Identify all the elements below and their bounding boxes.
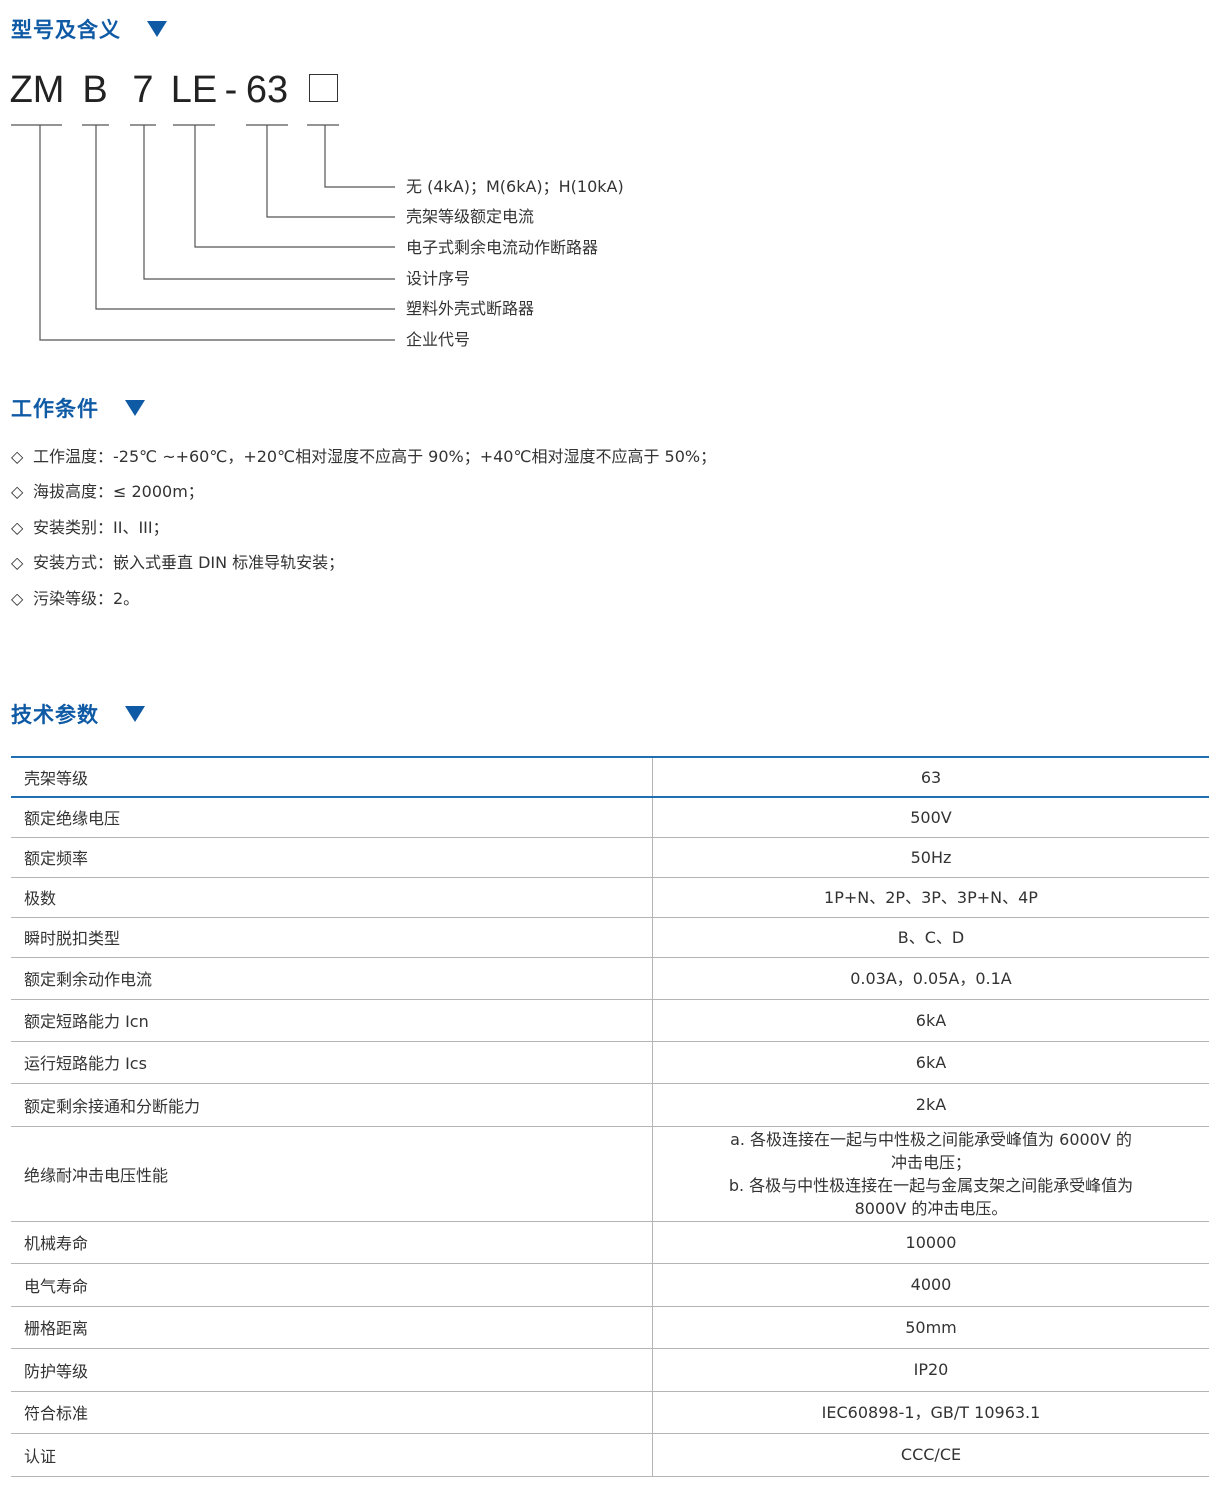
param-value: IEC60898-1，GB/T 10963.1: [821, 1402, 1041, 1422]
code-tree-lines: [11, 124, 395, 341]
condition-text: 安装类别：II、III；: [33, 518, 169, 537]
section-title-text: 型号及含义: [11, 18, 121, 42]
section-title-conditions: 工作条件: [11, 393, 145, 423]
section-title-params: 技术参数: [11, 699, 145, 729]
param-value-line: b. 各极与中性极连接在一起与金属支架之间能承受峰值为: [728, 1175, 1134, 1195]
table-row: 认证 CCC/CE: [11, 1433, 1209, 1476]
param-value: B、C、D: [897, 927, 965, 947]
param-value: 10000: [905, 1232, 957, 1252]
param-name: 防护等级: [11, 1348, 653, 1391]
param-name: 运行短路能力 Ics: [11, 1041, 653, 1083]
param-name: 额定频率: [11, 837, 653, 877]
condition-item: ◇ 污染等级：2。: [11, 588, 139, 610]
param-name: 电气寿命: [11, 1263, 653, 1306]
code-segment-dash: -: [224, 68, 238, 111]
condition-item: ◇ 安装类别：II、III；: [11, 517, 169, 539]
condition-text: 工作温度：-25℃ ~+60℃，+20℃相对湿度不应高于 90%；+40℃相对湿…: [33, 447, 717, 466]
param-value: 500V: [910, 807, 952, 827]
param-name: 额定剩余接通和分断能力: [11, 1083, 653, 1126]
param-value-line: 8000V 的冲击电压。: [854, 1198, 1008, 1218]
param-value: 50mm: [905, 1317, 957, 1337]
meaning-company-code: 企业代号: [406, 330, 471, 349]
diamond-icon: ◇: [11, 447, 24, 466]
table-row: 运行短路能力 Ics 6kA: [11, 1041, 1209, 1083]
table-row: 额定剩余接通和分断能力 2kA: [11, 1083, 1209, 1126]
code-blank-box: [309, 74, 338, 102]
table-row: 瞬时脱扣类型 B、C、D: [11, 917, 1209, 957]
table-row: 栅格距离 50mm: [11, 1306, 1209, 1348]
section-title-text: 技术参数: [11, 703, 99, 727]
code-segment-type: B: [82, 68, 108, 111]
meaning-design-no: 设计序号: [406, 269, 471, 288]
diamond-icon: ◇: [11, 482, 24, 501]
meaning-rcbo: 电子式剩余电流动作断路器: [406, 238, 599, 257]
meaning-mccb: 塑料外壳式断路器: [406, 299, 535, 318]
param-name: 额定剩余动作电流: [11, 957, 653, 999]
param-value-line: a. 各极连接在一起与中性极之间能承受峰值为 6000V 的: [730, 1129, 1132, 1149]
param-name: 机械寿命: [11, 1221, 653, 1263]
table-row: 防护等级 IP20: [11, 1348, 1209, 1391]
param-value-line: 冲击电压；: [890, 1152, 971, 1172]
table-row: 额定短路能力 Icn 6kA: [11, 999, 1209, 1041]
param-value: 4000: [910, 1275, 952, 1294]
table-row: 额定频率 50Hz: [11, 837, 1209, 877]
table-row: 额定剩余动作电流 0.03A，0.05A，0.1A: [11, 957, 1209, 999]
param-name: 壳架等级: [11, 757, 653, 797]
diamond-icon: ◇: [11, 589, 24, 608]
code-segment-design: 7: [132, 68, 154, 111]
param-value: 1P+N、2P、3P、3P+N、4P: [824, 887, 1038, 907]
param-name: 额定绝缘电压: [11, 797, 653, 837]
param-value: 0.03A，0.05A，0.1A: [850, 968, 1012, 988]
section-title-text: 工作条件: [11, 397, 99, 421]
table-row: 额定绝缘电压 500V: [11, 797, 1209, 837]
triangle-down-icon: [125, 706, 145, 722]
table-row: 机械寿命 10000: [11, 1221, 1209, 1263]
param-value: CCC/CE: [900, 1445, 962, 1464]
param-value: 63: [920, 767, 942, 787]
meaning-frame-current: 壳架等级额定电流: [406, 207, 535, 226]
param-name: 极数: [11, 877, 653, 917]
table-row: 绝缘耐冲击电压性能 a. 各极连接在一起与中性极之间能承受峰值为 6000V 的…: [11, 1126, 1209, 1221]
table-row: 电气寿命 4000: [11, 1263, 1209, 1306]
condition-item: ◇ 工作温度：-25℃ ~+60℃，+20℃相对湿度不应高于 90%；+40℃相对…: [11, 446, 716, 468]
param-name: 栅格距离: [11, 1306, 653, 1348]
param-value: 2kA: [915, 1095, 947, 1114]
diamond-icon: ◇: [11, 553, 24, 572]
table-row: 壳架等级 63: [11, 757, 1209, 797]
param-value: 6kA: [915, 1010, 947, 1030]
condition-item: ◇ 安装方式：嵌入式垂直 DIN 标准导轨安装；: [11, 552, 344, 574]
code-segment-rcbo: LE: [170, 68, 218, 111]
diamond-icon: ◇: [11, 518, 24, 537]
condition-text: 海拔高度：≤ 2000m；: [33, 482, 204, 501]
triangle-down-icon: [125, 400, 145, 416]
param-name: 符合标准: [11, 1391, 653, 1433]
param-name: 绝缘耐冲击电压性能: [11, 1126, 653, 1221]
table-row: 极数 1P+N、2P、3P、3P+N、4P: [11, 877, 1209, 917]
param-value: a. 各极连接在一起与中性极之间能承受峰值为 6000V 的 冲击电压； b. …: [653, 1126, 1210, 1221]
condition-text: 安装方式：嵌入式垂直 DIN 标准导轨安装；: [33, 553, 345, 572]
param-value: 6kA: [915, 1052, 947, 1072]
param-name: 额定短路能力 Icn: [11, 999, 653, 1041]
section-title-model: 型号及含义: [11, 14, 167, 44]
param-value: IP20: [913, 1360, 949, 1379]
param-name: 认证: [11, 1433, 653, 1476]
meaning-breaking-capacity: 无 (4kA)；M(6kA)；H(10kA): [406, 177, 624, 196]
param-name: 瞬时脱扣类型: [11, 917, 653, 957]
code-segment-current: 63: [245, 68, 289, 111]
code-segment-company: ZM: [9, 68, 65, 111]
param-value: 50Hz: [910, 847, 952, 867]
table-row: 符合标准 IEC60898-1，GB/T 10963.1: [11, 1391, 1209, 1433]
condition-text: 污染等级：2。: [33, 589, 140, 608]
condition-item: ◇ 海拔高度：≤ 2000m；: [11, 481, 204, 503]
params-table: 壳架等级 63 额定绝缘电压 500V 额定频率 50Hz 极数 1P+N、2P…: [11, 756, 1209, 1477]
triangle-down-icon: [147, 21, 167, 37]
